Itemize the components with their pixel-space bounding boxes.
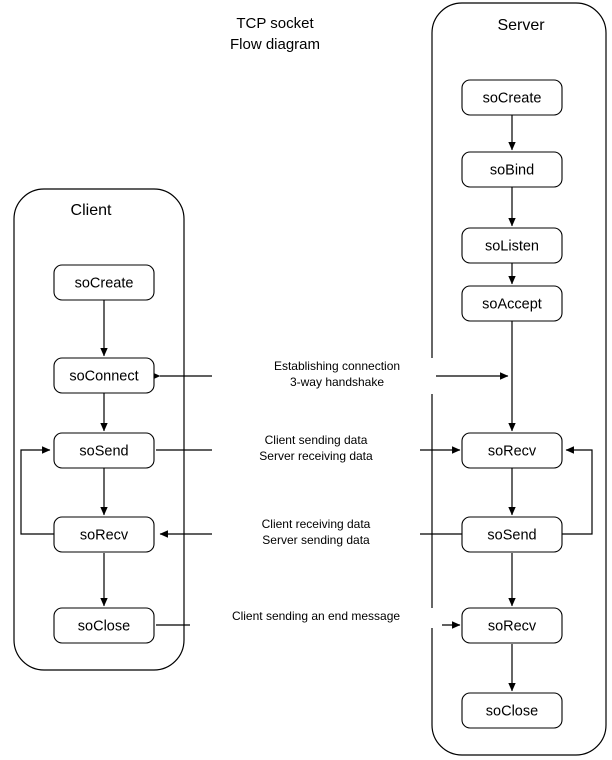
connector-handshake: Establishing connection 3-way handshake bbox=[152, 358, 509, 394]
node-server-soclose-label: soClose bbox=[486, 703, 538, 719]
node-server-solisten[interactable]: soListen bbox=[461, 227, 563, 264]
node-client-sosend[interactable]: soSend bbox=[53, 432, 155, 469]
node-client-socreate[interactable]: soCreate bbox=[53, 264, 155, 301]
node-server-sorecv-2-label: soRecv bbox=[488, 618, 537, 634]
node-server-sorecv-1-label: soRecv bbox=[488, 443, 537, 459]
node-client-socreate-label: soCreate bbox=[75, 275, 134, 291]
connector-handshake-label-line-1: Establishing connection bbox=[274, 359, 400, 373]
connector-end-message-label: Client sending an end message bbox=[232, 609, 400, 623]
connector-end-message: Client sending an end message bbox=[156, 608, 461, 629]
node-server-sorecv-2[interactable]: soRecv bbox=[461, 607, 563, 644]
connector-end-message-label-backing bbox=[190, 608, 442, 628]
node-server-sorecv-1-box[interactable] bbox=[461, 432, 563, 469]
node-server-socreate-box[interactable] bbox=[461, 79, 563, 116]
node-server-solisten-box[interactable] bbox=[461, 227, 563, 264]
client-panel: Client bbox=[13, 188, 185, 671]
node-server-soclose[interactable]: soClose bbox=[461, 692, 563, 729]
edge-client-loop-sorecv-to-sosend bbox=[20, 446, 54, 535]
connector-server-send-label-line-2: Server sending data bbox=[262, 533, 370, 547]
diagram-title: TCP socket Flow diagram bbox=[230, 15, 320, 53]
node-server-sosend-label: soSend bbox=[487, 527, 536, 543]
node-client-soclose-box[interactable] bbox=[53, 607, 155, 644]
server-flow-edges bbox=[508, 115, 593, 692]
connector-server-send-label-line-1: Client receiving data bbox=[262, 517, 371, 531]
node-client-sorecv[interactable]: soRecv bbox=[53, 516, 155, 553]
node-client-soconnect[interactable]: soConnect bbox=[53, 357, 155, 394]
connector-server-send: Client receiving data Server sending dat… bbox=[159, 516, 462, 552]
client-panel-label: Client bbox=[71, 202, 112, 219]
node-server-sorecv-2-box[interactable] bbox=[461, 607, 563, 644]
node-client-soclose-label: soClose bbox=[78, 618, 130, 634]
node-client-sosend-box[interactable] bbox=[53, 432, 155, 469]
server-nodes: soCreate soBind soListen soAccept soRecv… bbox=[461, 79, 563, 729]
node-server-sobind-box[interactable] bbox=[461, 151, 563, 188]
connector-client-send: Client sending data Server receiving dat… bbox=[156, 432, 461, 468]
connector-client-send-label-line-2: Server receiving data bbox=[259, 449, 373, 463]
node-server-soaccept-label: soAccept bbox=[482, 296, 542, 312]
connector-client-send-label-line-1: Client sending data bbox=[265, 433, 368, 447]
node-client-soconnect-box[interactable] bbox=[53, 357, 155, 394]
node-server-sosend[interactable]: soSend bbox=[461, 516, 563, 553]
server-panel-label: Server bbox=[497, 17, 545, 34]
node-server-sosend-box[interactable] bbox=[461, 516, 563, 553]
node-server-socreate[interactable]: soCreate bbox=[461, 79, 563, 116]
node-client-sorecv-box[interactable] bbox=[53, 516, 155, 553]
node-client-soclose[interactable]: soClose bbox=[53, 607, 155, 644]
edge-server-loop-sosend-to-sorecv bbox=[562, 446, 593, 535]
node-server-soaccept[interactable]: soAccept bbox=[461, 285, 563, 322]
server-panel: Server bbox=[431, 2, 607, 756]
client-nodes: soCreate soConnect soSend soRecv soClose bbox=[53, 264, 155, 644]
node-server-sobind[interactable]: soBind bbox=[461, 151, 563, 188]
node-server-soclose-box[interactable] bbox=[461, 692, 563, 729]
diagram-title-line-1: TCP socket bbox=[236, 15, 314, 32]
connector-handshake-label-backing bbox=[212, 358, 436, 394]
node-client-sorecv-label: soRecv bbox=[80, 527, 129, 543]
connector-client-send-label-backing bbox=[212, 432, 420, 468]
client-panel-frame bbox=[13, 188, 185, 671]
client-flow-edges bbox=[20, 300, 108, 607]
node-server-socreate-label: soCreate bbox=[483, 90, 542, 106]
node-client-sosend-label: soSend bbox=[79, 443, 128, 459]
connector-handshake-label-line-2: 3-way handshake bbox=[290, 375, 384, 389]
node-server-sorecv-1[interactable]: soRecv bbox=[461, 432, 563, 469]
node-server-soaccept-box[interactable] bbox=[461, 285, 563, 322]
node-server-solisten-label: soListen bbox=[485, 238, 539, 254]
connector-server-send-label-backing bbox=[212, 516, 420, 552]
diagram-title-line-2: Flow diagram bbox=[230, 36, 320, 53]
node-client-socreate-box[interactable] bbox=[53, 264, 155, 301]
node-client-soconnect-label: soConnect bbox=[69, 368, 138, 384]
node-server-sobind-label: soBind bbox=[490, 162, 534, 178]
